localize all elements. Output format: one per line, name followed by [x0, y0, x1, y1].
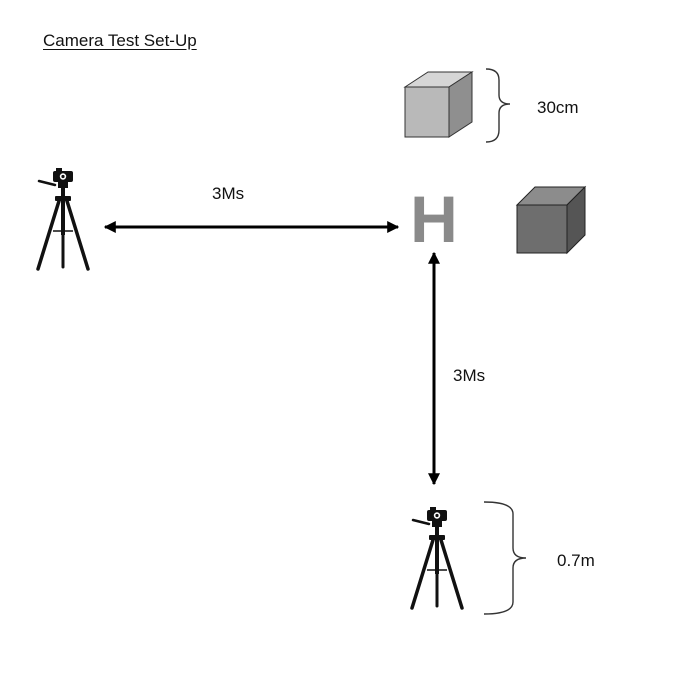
camera-bottom-tripod-icon	[410, 505, 464, 610]
diagram-title: Camera Test Set-Up	[43, 31, 197, 50]
light-cube-icon	[403, 71, 474, 138]
horizontal-distance-label: 3Ms	[212, 184, 245, 203]
camera-left-tripod-icon	[36, 166, 90, 271]
vertical-distance-label: 3Ms	[453, 366, 486, 385]
box-size-label: 30cm	[537, 98, 579, 117]
box-size-brace	[485, 68, 511, 143]
dark-cube-icon	[515, 185, 587, 255]
tripod-height-brace	[483, 501, 527, 615]
target-h-marker: H	[410, 182, 458, 256]
tripod-height-label: 0.7m	[557, 551, 595, 570]
